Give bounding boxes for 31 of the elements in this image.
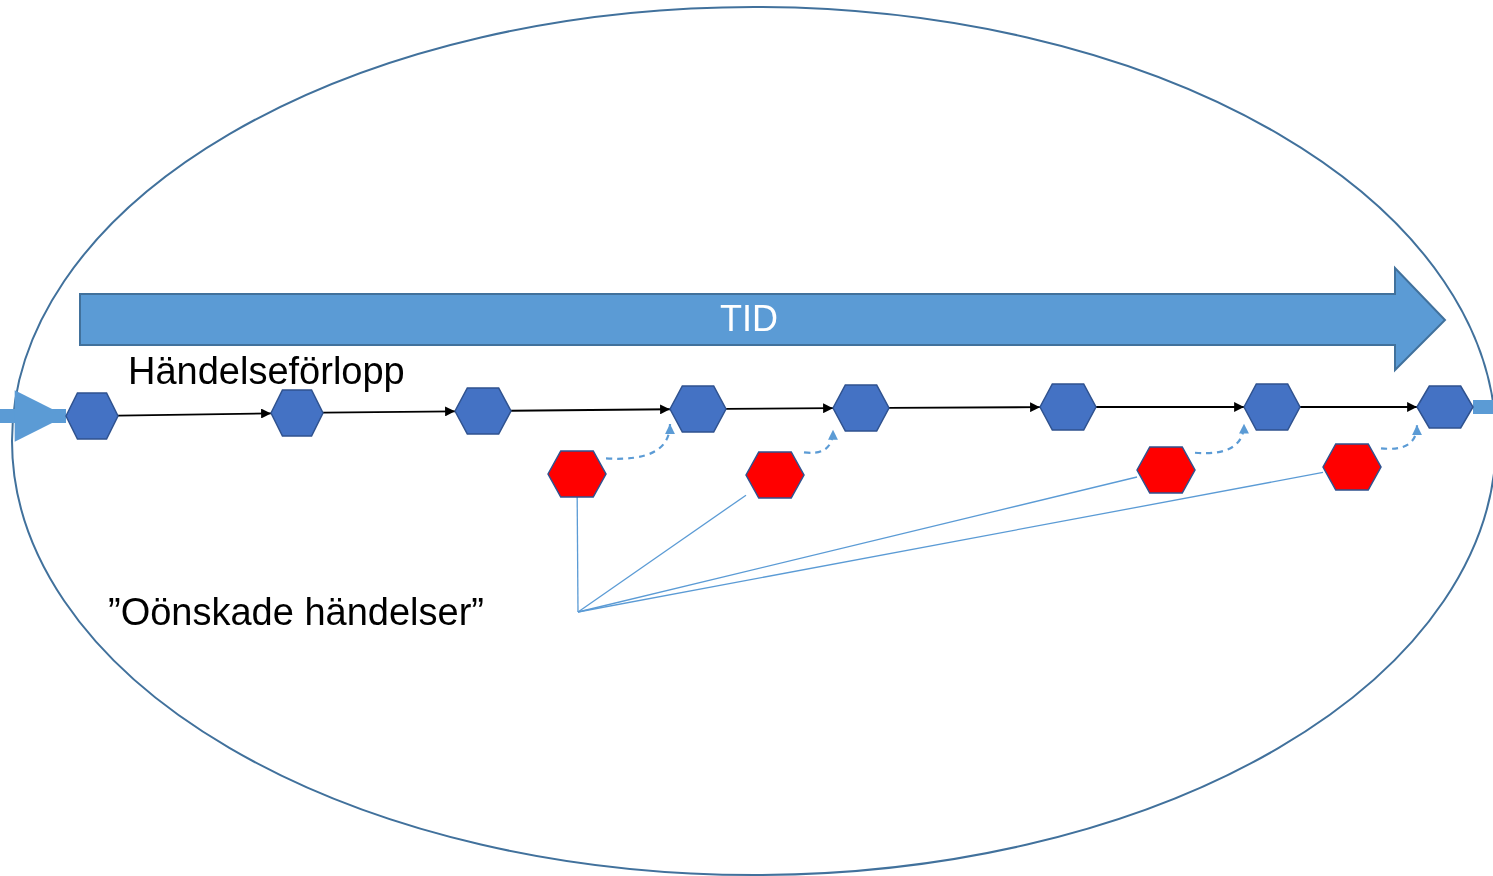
- leader-line: [577, 494, 747, 613]
- dashed-arrow: [803, 429, 838, 454]
- unwanted-event-hexagon: [548, 451, 606, 497]
- arrow: [888, 402, 1041, 413]
- event-hexagon: [1244, 384, 1300, 430]
- leader-line: [576, 496, 579, 613]
- unwanted-event-hexagon: [1323, 444, 1381, 490]
- timeline-label: Händelseförlopp: [128, 349, 405, 394]
- event-hexagon: [1040, 384, 1096, 430]
- dashed-arrow: [1380, 425, 1422, 450]
- arrow: [117, 408, 272, 419]
- arrow: [510, 404, 671, 415]
- dashed-arrow: [605, 423, 675, 460]
- unwanted-event-hexagon: [1137, 447, 1195, 493]
- event-hexagon: [271, 390, 323, 436]
- thick-connector-line: [1473, 400, 1493, 414]
- leader-line: [577, 471, 1324, 613]
- arrow: [322, 406, 456, 417]
- callout-text: ”Oönskade händelser”: [108, 586, 578, 638]
- dashed-arrow: [1194, 423, 1249, 455]
- arrow: [1299, 402, 1418, 412]
- event-hexagon: [1417, 386, 1473, 428]
- event-hexagon: [833, 385, 889, 431]
- arrow: [1095, 402, 1245, 412]
- unwanted-event-hexagon: [746, 452, 804, 498]
- event-hexagon: [670, 386, 726, 432]
- arrow: [725, 403, 834, 414]
- arrow-label: TID: [720, 299, 778, 339]
- event-hexagon: [455, 388, 511, 434]
- event-hexagon: [66, 393, 118, 439]
- thick-arrow: [0, 390, 66, 442]
